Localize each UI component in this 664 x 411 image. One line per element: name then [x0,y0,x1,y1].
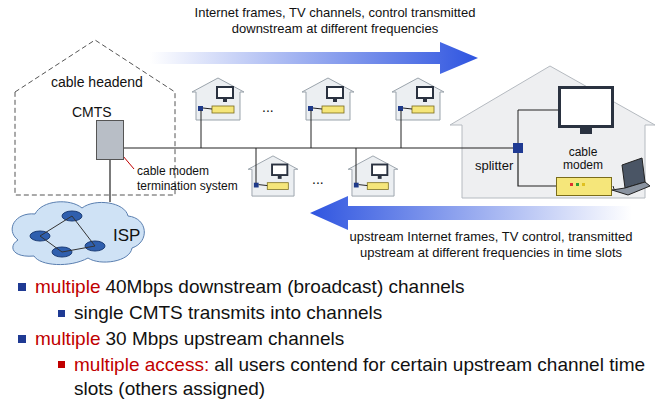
emphasis-text: multiple [35,328,100,349]
isp-cloud-node: ISP [5,198,152,268]
bullet-line: multiple access:all users contend for ce… [74,353,659,401]
node-label: cable headend [51,74,143,91]
drop-wires [201,110,401,183]
modem-light [582,183,585,186]
node-label: ISP [113,226,140,246]
node-label: splitter [475,158,513,174]
emphasis-text: multiple access: [74,354,209,375]
modem-box: cable modem [556,146,612,196]
note-label: Internet frames, TV channels, control tr… [160,5,510,37]
cmts-box: CMTS [72,104,124,160]
bullet-text: 30 Mbps upstream channels [105,328,344,349]
node-label: cable modem [558,146,608,172]
router-links [40,216,95,252]
home-outline [450,66,655,198]
box-shape [556,177,612,196]
routers [30,211,105,257]
cable-line [518,153,556,186]
note-label: upstream Internet frames, TV control, tr… [326,229,656,261]
bullet-text: 40Mbps downstream (broadcast) channels [105,276,464,297]
cable-line [124,147,513,148]
splitter-box: splitter [513,143,523,153]
node-label: CMTS [72,104,112,121]
bullet-line: single CMTS transmits into channels [74,301,654,325]
bullet-line: multiple40Mbps downstream (broadcast) ch… [35,275,655,299]
cable-line [109,160,110,202]
note-label: ... [262,98,274,116]
emphasis-text: multiple [35,276,100,297]
tv [558,86,614,134]
bullet-line: multiple30 Mbps upstream channels [35,327,655,351]
note-label: ... [312,170,324,188]
leader-line [123,156,134,169]
bullet-text: single CMTS transmits into channels [74,302,382,323]
modem-light [570,183,573,186]
isp-cloud [12,202,144,265]
box-shape [96,120,124,160]
note-label: cable modem termination system [137,164,267,194]
downstream-arrow [150,42,478,74]
laptop [612,158,650,195]
modem-light [576,183,579,186]
houses [192,78,444,196]
upstream-arrow [310,196,632,230]
